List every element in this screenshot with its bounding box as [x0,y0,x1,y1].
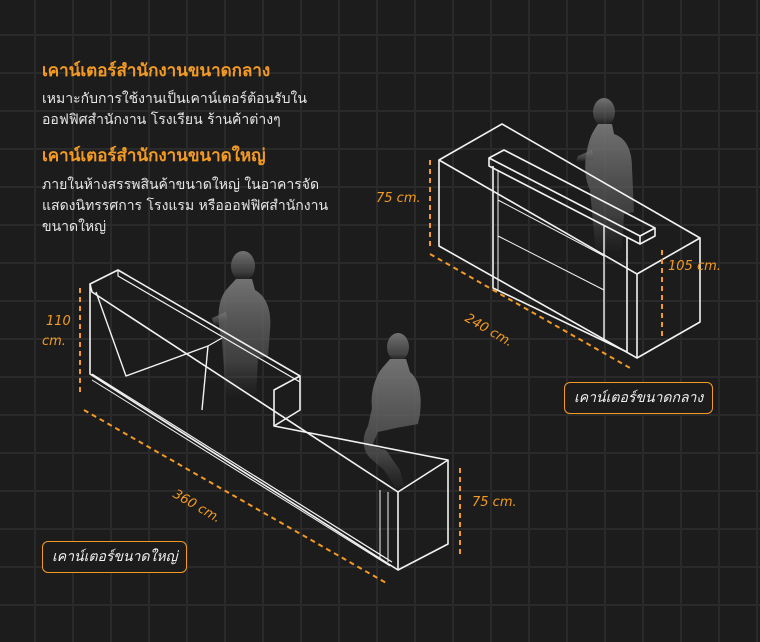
medium-counter-front-panel [492,166,628,353]
medium-counter-right-face [636,238,701,359]
medium-section-title: เคาน์เตอร์สำนักงานขนาดกลาง [42,61,271,81]
large-height-front-label-unit: cm. [42,334,66,349]
medium-width-dimension [429,253,631,369]
large-section-title: เคาน์เตอร์สำนักงานขนาดใหญ่ [42,146,266,166]
large-section-description-line-1: ภายในห้างสรรพสินค้าขนาดใหญ่ ในอาคารจัด [42,177,320,193]
large-counter-front-face [89,284,399,571]
medium-counter-label: เคาน์เตอร์ขนาดกลาง [564,382,714,414]
person-silhouette-medium [576,98,634,254]
medium-height-back-label: 105 cm. [668,259,721,274]
large-height-back-label: 75 cm. [472,495,517,510]
large-counter-step-face [273,376,301,427]
medium-section-description-line-2: ออฟฟิศสำนักงาน โรงเรียน ร้านค้าต่างๆ [42,112,281,128]
large-height-front-label-value: 110 [46,314,71,329]
large-section-description-line-2: แสดงนิทรรศการ โรงแรม หรือออฟฟิศสำนักงาน [42,198,329,214]
large-width-dimension [83,409,389,585]
medium-counter-dimension-lines [429,160,663,369]
medium-section-description-line-1: เหมาะกับการใช้งานเป็นเคาน์เตอร์ต้อนรับใน [42,91,307,107]
large-counter-end-face [397,460,449,571]
large-counter-label: เคาน์เตอร์ขนาดใหญ่ [42,541,188,573]
person-silhouette-large-sitting [363,333,421,488]
medium-counter-ledge-front [488,158,641,245]
large-counter-drawing [89,269,449,571]
large-section-description-line-3: ขนาดใหญ่ [42,219,107,235]
medium-height-front-label: 75 cm. [376,191,421,206]
large-counter-dimension-lines [79,288,461,585]
large-counter-panel-detail [95,291,209,411]
medium-counter-drawing [438,123,701,359]
medium-counter-left-face [438,160,638,359]
person-silhouette-large-standing [212,251,271,398]
